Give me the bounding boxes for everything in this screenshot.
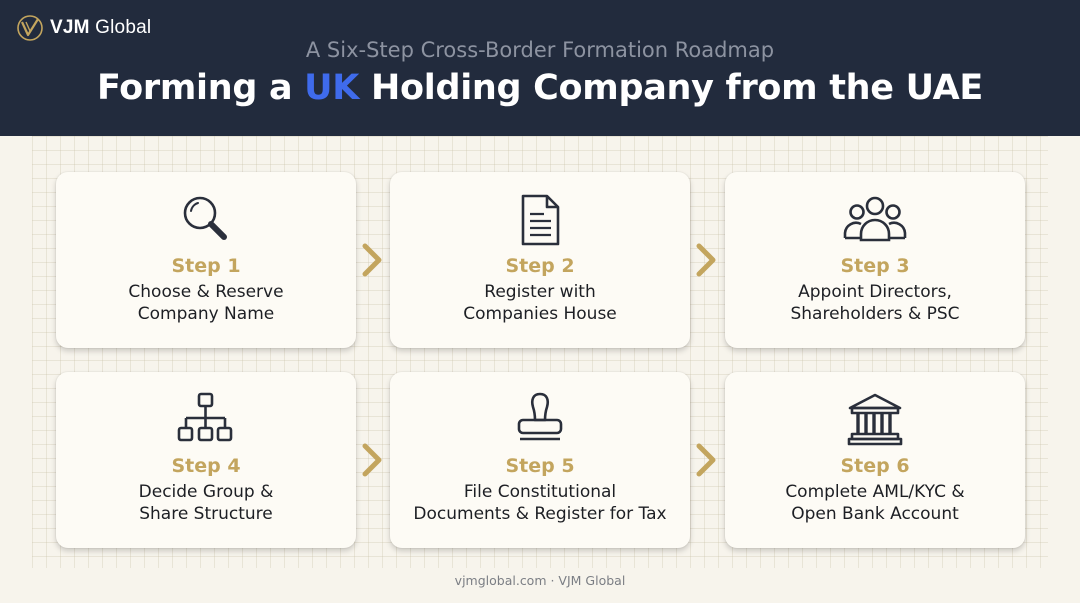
page-title: Forming a UK Holding Company from the UA…: [96, 68, 984, 108]
document-icon: [521, 194, 560, 246]
brand-logo[interactable]: VJM Global: [16, 14, 151, 42]
vjm-logo-icon: [17, 15, 43, 41]
step-label: Step 4: [171, 455, 241, 477]
step-label: Step 1: [171, 255, 241, 277]
chevron-right-icon: [694, 242, 720, 278]
step-label: Step 6: [840, 455, 910, 477]
chevron-right-icon: [694, 442, 720, 478]
brand-name: VJM Global: [50, 17, 152, 38]
stamp-icon: [517, 392, 563, 441]
step-label: Step 2: [505, 255, 575, 277]
step-description: Complete AML/KYC &Open Bank Account: [785, 482, 965, 524]
step-card-6: Step 6 Complete AML/KYC &Open Bank Accou…: [725, 372, 1025, 548]
footer-credit[interactable]: vjmglobal.com · VJM Global: [454, 573, 626, 588]
magnifier-icon: [183, 196, 227, 240]
page-subtitle: A Six-Step Cross-Border Formation Roadma…: [305, 38, 775, 62]
step-label: Step 5: [505, 455, 575, 477]
step-description: Decide Group &Share Structure: [138, 482, 274, 524]
chevron-right-icon: [360, 242, 386, 278]
bank-icon: [847, 393, 903, 446]
step-label: Step 3: [840, 255, 910, 277]
step-card-4: Step 4 Decide Group &Share Structure: [56, 372, 356, 548]
title-highlight: UK: [304, 68, 360, 108]
people-icon: [843, 196, 907, 242]
header-banner: VJM Global A Six-Step Cross-Border Forma…: [0, 0, 1080, 136]
chevron-right-icon: [360, 442, 386, 478]
step-card-3: Step 3 Appoint Directors,Shareholders & …: [725, 172, 1025, 348]
step-description: Appoint Directors,Shareholders & PSC: [790, 282, 960, 324]
org-chart-icon: [177, 392, 233, 442]
